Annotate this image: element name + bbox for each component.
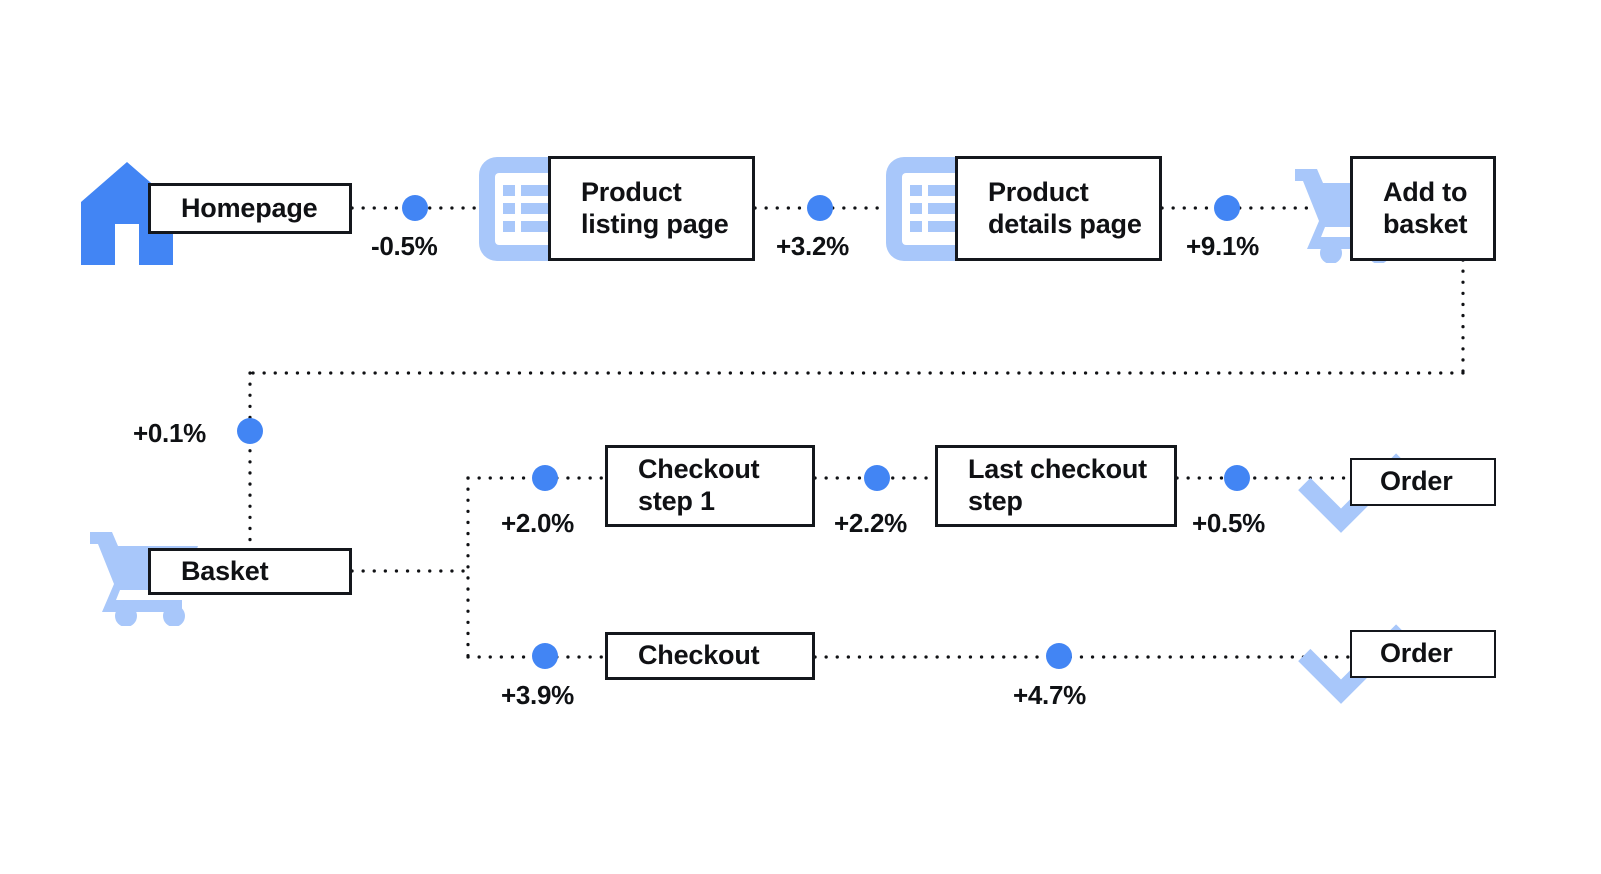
node-label: Homepage bbox=[181, 192, 318, 223]
node-basket[interactable]: Basket bbox=[148, 548, 352, 595]
node-checkout[interactable]: Checkout bbox=[605, 632, 815, 680]
edge-value: -0.5% bbox=[371, 231, 438, 261]
edge-value: +3.2% bbox=[776, 231, 849, 261]
edge-dot bbox=[237, 418, 263, 444]
edge-value: +0.5% bbox=[1192, 508, 1265, 538]
edge-value: +4.7% bbox=[1013, 680, 1086, 710]
edge-value: +2.2% bbox=[834, 508, 907, 538]
node-label: Basket bbox=[181, 555, 269, 586]
node-label-line2: step bbox=[968, 486, 1023, 516]
edge-dot bbox=[1046, 643, 1072, 669]
edge-value: +3.9% bbox=[501, 680, 574, 710]
edge-dot bbox=[402, 195, 428, 221]
node-label: Order bbox=[1380, 466, 1453, 497]
node-order-top[interactable]: Order bbox=[1350, 458, 1496, 506]
node-label-line1: Checkout bbox=[638, 454, 760, 485]
node-homepage[interactable]: Homepage bbox=[148, 183, 352, 234]
edge-dot bbox=[864, 465, 890, 491]
node-label-line2: step 1 bbox=[638, 486, 715, 516]
node-label-line2: details page bbox=[988, 208, 1142, 239]
node-label: Checkout bbox=[638, 640, 760, 671]
edge-value: +9.1% bbox=[1186, 231, 1259, 261]
edge-value: +2.0% bbox=[501, 508, 574, 538]
node-label: Order bbox=[1380, 638, 1453, 669]
edge-dot bbox=[1214, 195, 1240, 221]
edge-value: +0.1% bbox=[133, 418, 206, 448]
node-label-line1: Product bbox=[988, 176, 1089, 207]
edge-dot bbox=[807, 195, 833, 221]
node-order-bottom[interactable]: Order bbox=[1350, 630, 1496, 678]
node-label-line2: basket bbox=[1383, 208, 1468, 239]
edge-dot bbox=[532, 643, 558, 669]
node-label-line1: Add to bbox=[1383, 176, 1468, 207]
node-label-line1: Last checkout bbox=[968, 454, 1147, 485]
node-label-line1: Product bbox=[581, 176, 682, 207]
edge-dot bbox=[1224, 465, 1250, 491]
edge-dot bbox=[532, 465, 558, 491]
node-label-line2: listing page bbox=[581, 208, 729, 239]
